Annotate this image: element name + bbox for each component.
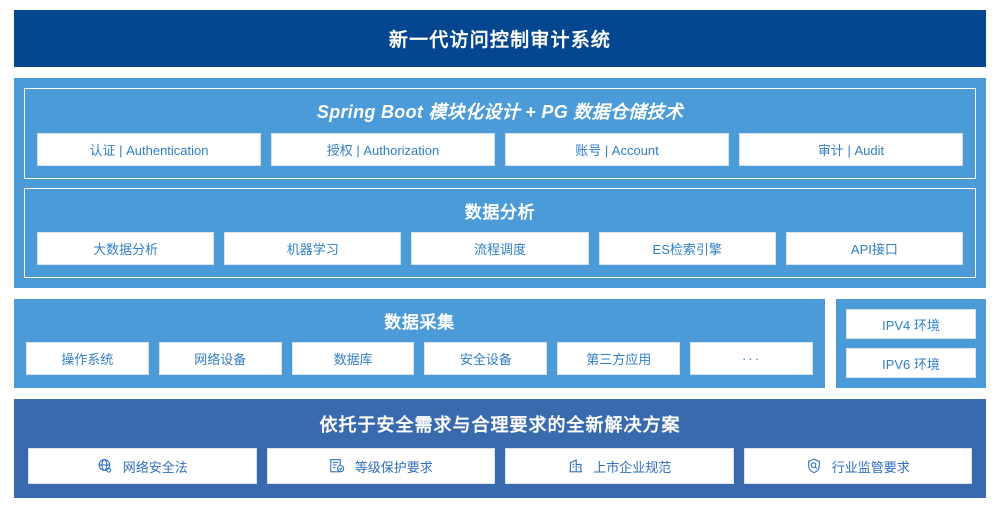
- analysis-title: 数据分析: [464, 203, 536, 222]
- compliance-chip-label: 等级保护要求: [354, 459, 433, 475]
- collection-title: 数据采集: [384, 313, 455, 332]
- analysis-chip-bigdata[interactable]: 大数据分析: [37, 232, 215, 265]
- page-title: 新一代访问控制审计系统: [388, 30, 612, 51]
- platform-chip-authentication[interactable]: 认证 | Authentication: [37, 133, 261, 166]
- compliance-chip-listed-enterprise[interactable]: 上市企业规范: [505, 448, 734, 484]
- collection-chip-row: 操作系统 网络设备 数据库 安全设备 第三方应用 ···: [26, 342, 813, 375]
- platform-chip-authorization[interactable]: 授权 | Authorization: [271, 133, 495, 166]
- environment-panel: IPV4 环境 IPV6 环境: [836, 299, 986, 388]
- collection-chip-third-party-app[interactable]: 第三方应用: [557, 342, 681, 375]
- compliance-chip-label: 行业监管要求: [831, 459, 910, 475]
- collection-chip-operating-system[interactable]: 操作系统: [26, 342, 149, 375]
- platform-group: Spring Boot 模块化设计 + PG 数据仓储技术 认证 | Authe…: [24, 88, 976, 179]
- architecture-panel: Spring Boot 模块化设计 + PG 数据仓储技术 认证 | Authe…: [14, 78, 986, 288]
- analysis-chip-api[interactable]: API接口: [785, 232, 964, 265]
- compliance-chip-classified-protection[interactable]: 等级保护要求: [266, 448, 495, 484]
- compliance-title: 依托于安全需求与合理要求的全新解决方案: [319, 415, 681, 435]
- analysis-group: 数据分析 大数据分析 机器学习 流程调度 ES检索引擎 API接口: [24, 188, 976, 278]
- analysis-chip-es-search[interactable]: ES检索引擎: [598, 232, 776, 265]
- header-banner: 新一代访问控制审计系统: [14, 10, 986, 67]
- compliance-chip-industry-regulation[interactable]: 行业监管要求: [743, 448, 972, 484]
- collection-chip-network-device[interactable]: 网络设备: [158, 342, 282, 375]
- platform-title: Spring Boot 模块化设计 + PG 数据仓储技术: [316, 102, 684, 122]
- platform-chip-account[interactable]: 账号 | Account: [505, 133, 729, 166]
- building-icon: [567, 458, 584, 475]
- analysis-chip-row: 大数据分析 机器学习 流程调度 ES检索引擎 API接口: [37, 232, 964, 265]
- compliance-chip-row: 网络安全法 等级保护要求: [28, 448, 972, 484]
- compliance-chip-label: 上市企业规范: [593, 459, 672, 475]
- analysis-chip-process-scheduling[interactable]: 流程调度: [411, 232, 589, 265]
- platform-chip-audit[interactable]: 审计 | Audit: [739, 133, 963, 166]
- environment-chip-ipv6[interactable]: IPV6 环境: [846, 348, 976, 378]
- compliance-panel: 依托于安全需求与合理要求的全新解决方案 网络安全法: [14, 399, 986, 498]
- platform-chip-row: 认证 | Authentication 授权 | Authorization 账…: [37, 133, 963, 166]
- collection-chip-more[interactable]: ···: [690, 342, 813, 375]
- analysis-chip-machine-learning[interactable]: 机器学习: [224, 232, 402, 265]
- shield-search-icon: [806, 458, 823, 475]
- compliance-chip-label: 网络安全法: [122, 459, 188, 475]
- compliance-chip-cybersecurity-law[interactable]: 网络安全法: [28, 448, 257, 484]
- collection-chip-security-device[interactable]: 安全设备: [424, 342, 548, 375]
- collection-row: 数据采集 操作系统 网络设备 数据库 安全设备 第三方应用 ··· IPV4 环…: [14, 299, 986, 388]
- environment-chip-ipv4[interactable]: IPV4 环境: [846, 309, 976, 339]
- data-collection-panel: 数据采集 操作系统 网络设备 数据库 安全设备 第三方应用 ···: [14, 299, 825, 388]
- document-check-icon: [329, 458, 346, 475]
- collection-chip-database[interactable]: 数据库: [291, 342, 415, 375]
- globe-icon: [97, 458, 114, 475]
